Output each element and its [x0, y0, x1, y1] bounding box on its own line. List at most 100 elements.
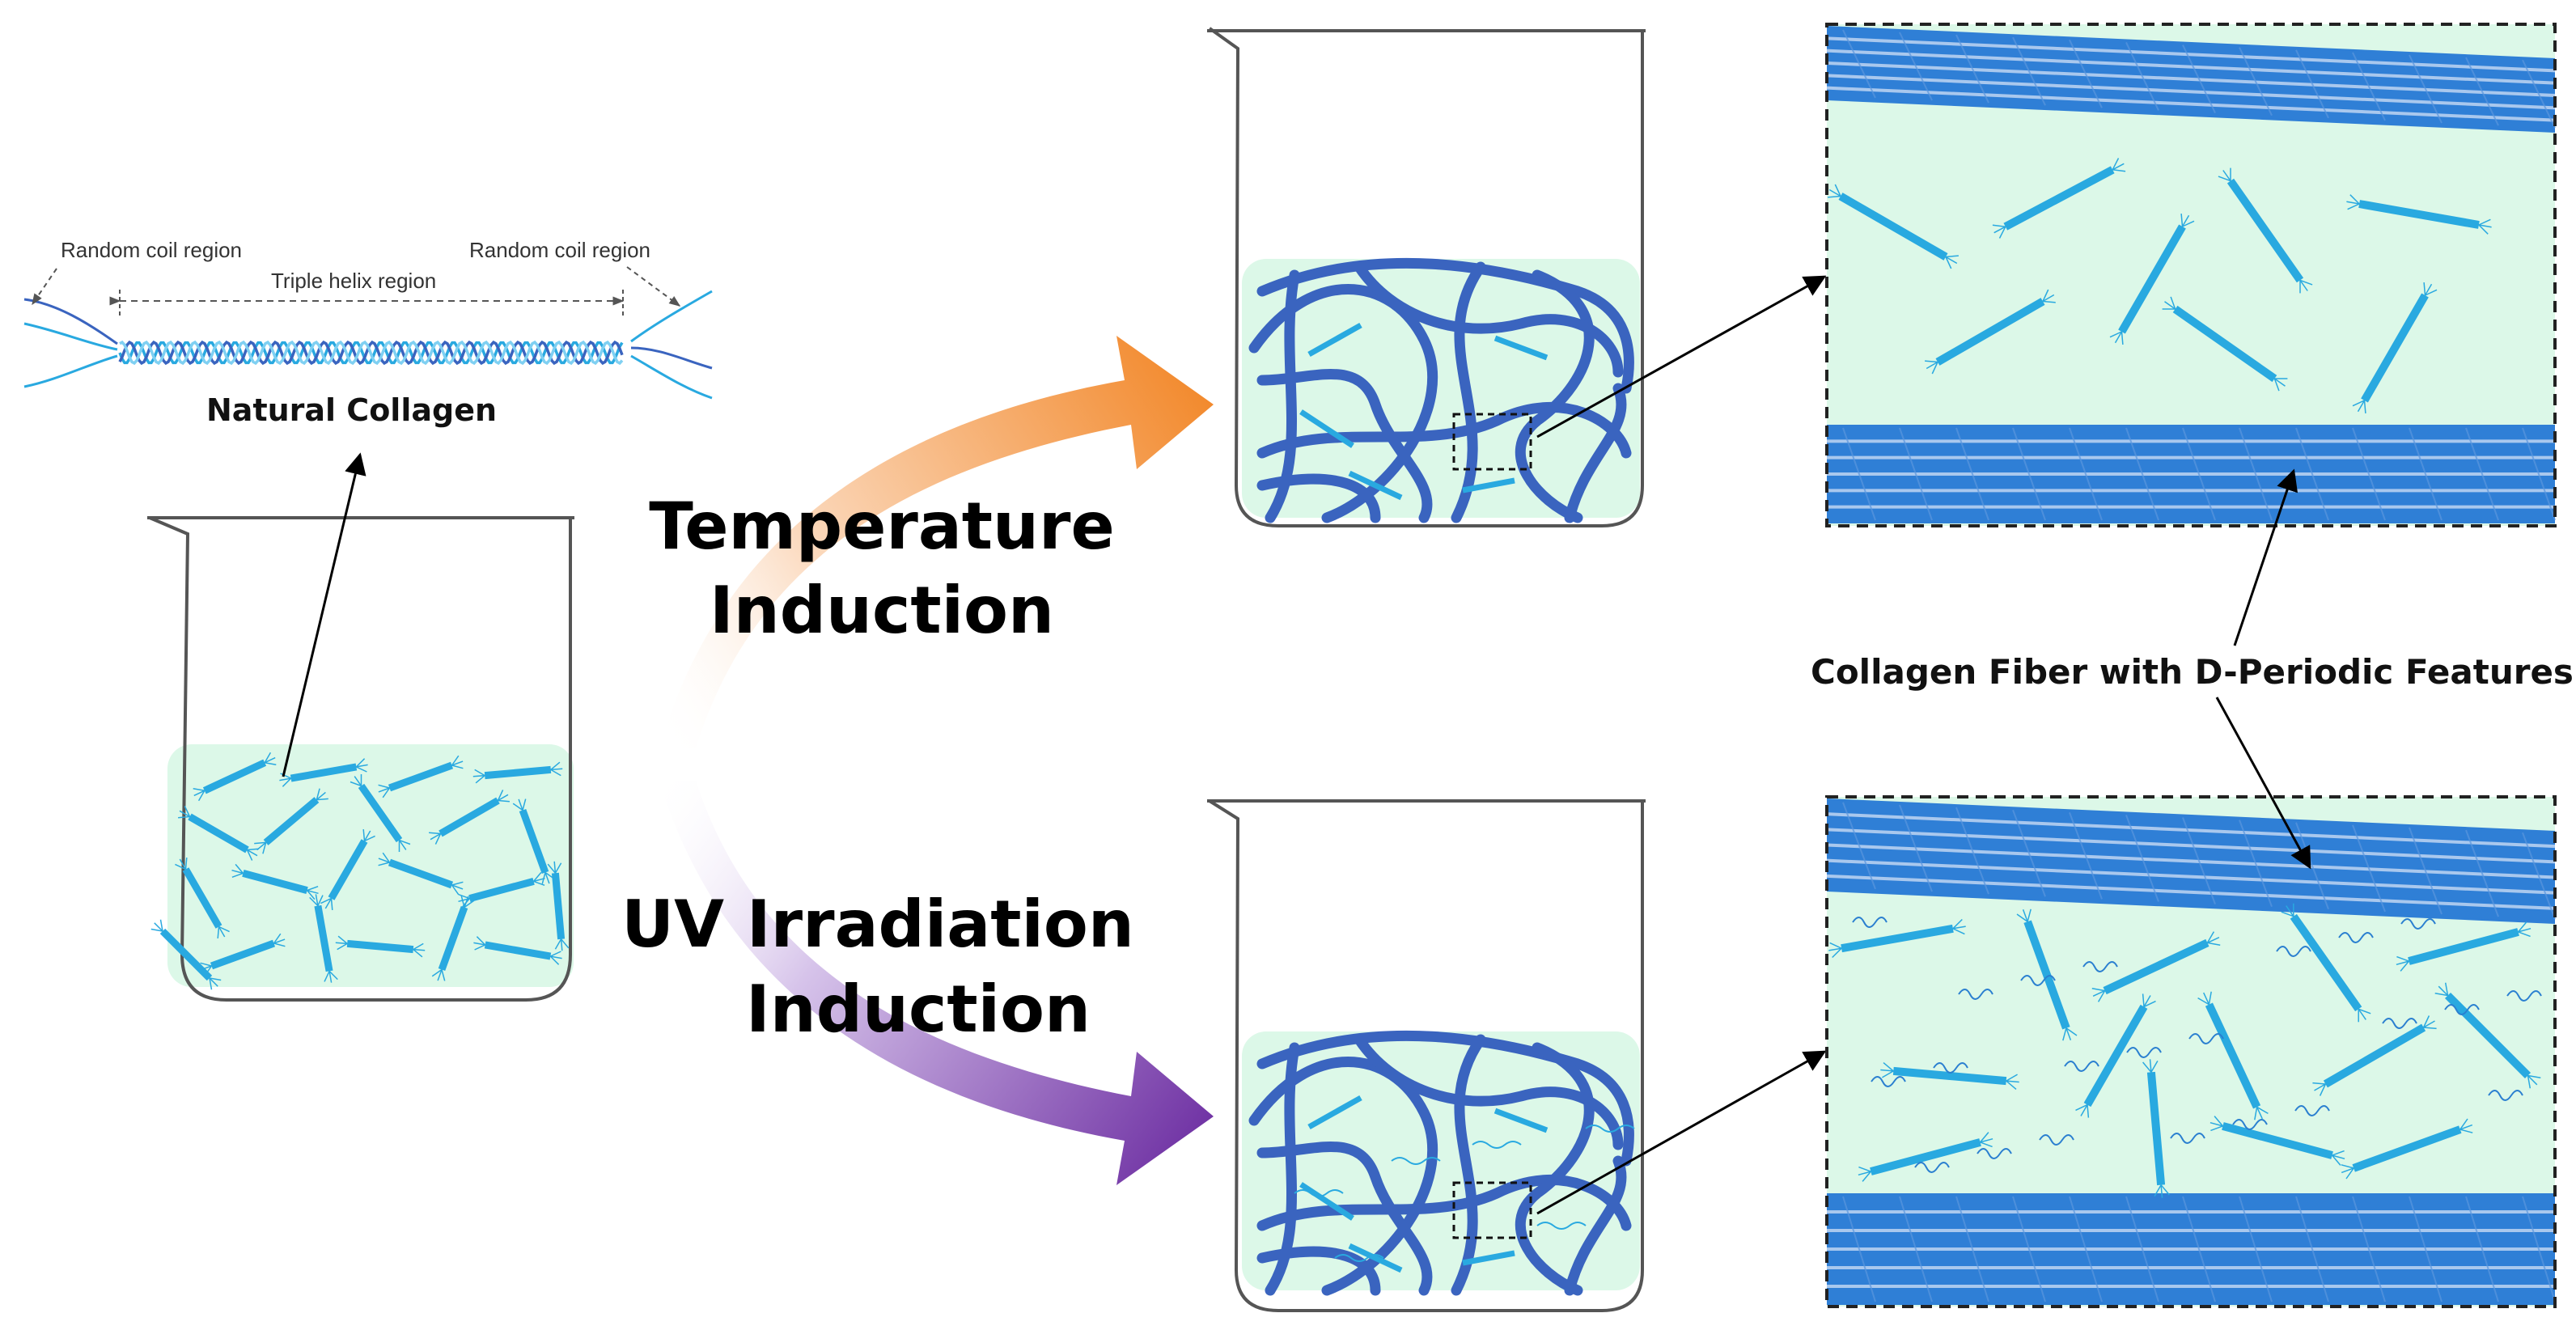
long-fiber [1515, 1042, 1595, 1296]
molecule-tail [1952, 918, 1963, 930]
molecule-tail [2396, 955, 2409, 962]
molecule-tail [2154, 1184, 2162, 1197]
molecule-tail [337, 935, 348, 944]
fiber-cross [2125, 1196, 2159, 1302]
molecule-tail [460, 896, 465, 908]
molecule-tail [474, 944, 485, 951]
fiber-stripe [1826, 874, 2556, 910]
fiber-cross [2125, 42, 2159, 111]
molecule-tail [1880, 1069, 1894, 1072]
fiber-cross [1842, 1196, 1876, 1302]
fiber-cross [2409, 54, 2443, 124]
fiber-stripe [1826, 49, 2556, 85]
molecule-tail [2210, 1125, 2223, 1132]
d-periodic-fiber-band [1827, 425, 2556, 523]
long-fiber [1256, 1142, 1433, 1296]
collagen-molecule [314, 904, 333, 972]
magnified-panel-temperature [1825, 23, 2557, 527]
collagen-molecule [2408, 928, 2519, 965]
caption-arrow-down [2215, 697, 2311, 870]
fiber-cross [2409, 1196, 2443, 1302]
molecule-tail [473, 942, 485, 946]
random-coil [1585, 1125, 1635, 1133]
molecule-tail [413, 948, 426, 951]
helix-strand [119, 340, 624, 366]
collagen-molecule [1348, 1243, 1403, 1273]
collagen-molecule [1307, 322, 1362, 358]
random-coil [2506, 990, 2542, 1002]
molecule-tail [2065, 1027, 2078, 1036]
fiber-cross [2522, 427, 2556, 521]
fiber-cross [2465, 1196, 2499, 1302]
molecule-tail [1925, 360, 1938, 363]
molecule-tail [2438, 985, 2449, 997]
random-coil [1958, 989, 1993, 1000]
molecule-tail [279, 777, 291, 781]
molecule-tail [431, 968, 443, 977]
magnified-panel-uv [1825, 795, 2557, 1308]
collagen-molecule [439, 797, 500, 837]
molecule-tail [512, 803, 523, 811]
molecule-tail [2349, 194, 2360, 205]
collagen-molecule [182, 867, 222, 929]
collagen-molecule [1892, 1066, 2007, 1086]
molecule-tail [434, 833, 442, 845]
collagen-molecule [2118, 224, 2186, 334]
molecule-tail [2352, 400, 2365, 407]
collagen-molecule [1462, 477, 1515, 493]
collagen-molecule [438, 905, 468, 972]
collagen-molecule [1870, 1138, 1981, 1175]
long-fiber [1265, 1042, 1300, 1296]
random-coil [2082, 961, 2118, 972]
molecule-tail [2312, 1082, 2326, 1085]
molecule-tail [316, 791, 326, 801]
molecule-tail [2042, 294, 2055, 303]
molecule-tail [378, 862, 390, 866]
molecule-tail [2347, 203, 2360, 210]
uv-induction-arrow [659, 781, 1214, 1185]
molecule-tail [363, 830, 371, 841]
collagen-molecule [1838, 193, 1948, 260]
molecule-tail [1952, 928, 1965, 935]
fiber-cross [1899, 1196, 1933, 1302]
random-coil [1976, 1148, 2012, 1159]
molecule-tail [1828, 947, 1842, 951]
molecule-tail [1931, 362, 1938, 375]
molecule-tail [2143, 1000, 2156, 1008]
random-coil [2020, 975, 2056, 986]
fiber-stripe [1826, 812, 2556, 849]
fiber-caption: Collagen Fiber with D-Periodic Features [1811, 652, 2574, 692]
molecule-tail [330, 898, 333, 910]
molecule-tail [451, 884, 464, 890]
molecule-tail [2346, 201, 2360, 205]
temperature-label-line2: Induction [710, 573, 1054, 648]
molecule-tail [324, 971, 330, 982]
molecule-tail [2527, 1074, 2541, 1079]
fiber-network [1248, 257, 1634, 523]
random-coil [2039, 1134, 2074, 1146]
collagen-molecule [210, 939, 276, 970]
collagen-molecule [2023, 920, 2070, 1030]
random-coil [2064, 1061, 2099, 1072]
fiber-cross [2069, 39, 2103, 108]
uv-label-line2: Induction [746, 972, 1091, 1047]
molecule-tail [2149, 1059, 2152, 1073]
dispersed-collagen-molecules [150, 752, 570, 990]
molecule-tail [2022, 909, 2028, 922]
molecule-tail [256, 841, 267, 851]
random-coil [1536, 1222, 1587, 1230]
fiber-cross [1955, 34, 1989, 104]
molecule-tail [178, 815, 190, 819]
random-coil [2276, 946, 2311, 957]
molecule-tail [1883, 1062, 1894, 1072]
molecule-tail [282, 777, 292, 787]
random-coil [1914, 1162, 1950, 1173]
molecule-tail [316, 798, 328, 801]
molecule-tail [1829, 942, 1842, 949]
collagen-molecule [2290, 913, 2362, 1012]
fiber-cross [1842, 802, 1876, 890]
long-fiber [1354, 261, 1624, 378]
molecule-tail [2075, 1103, 2088, 1112]
fiber-stripe [1826, 74, 2556, 110]
fiber-stripe [1826, 36, 2556, 73]
